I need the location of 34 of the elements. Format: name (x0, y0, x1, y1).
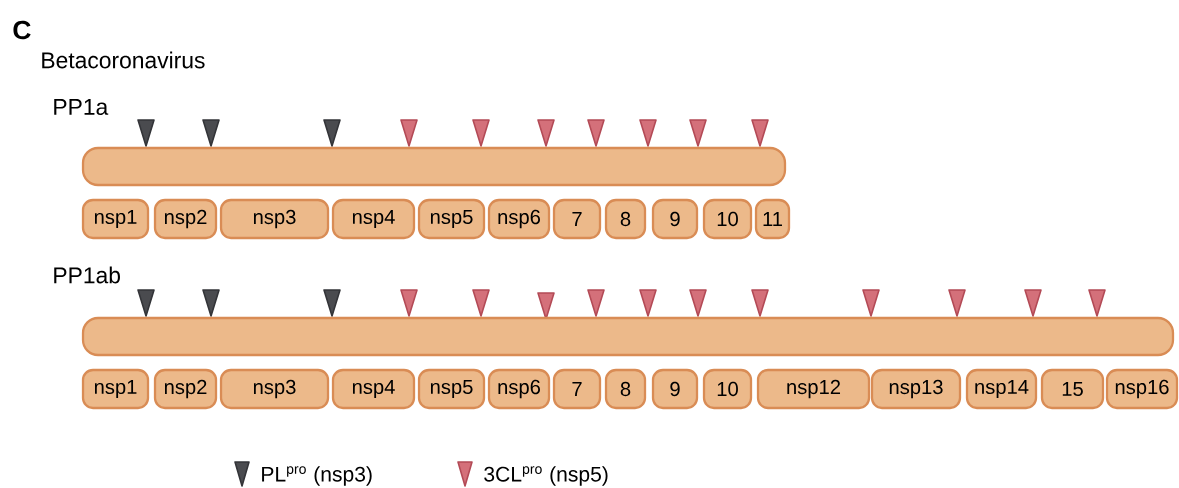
nsp-segment: nsp12 (756, 368, 871, 410)
nsp-segment: nsp1 (81, 198, 150, 240)
nsp-segment: 10 (702, 198, 753, 240)
nsp-segment: 7 (552, 198, 602, 240)
nsp-segment: nsp2 (153, 198, 218, 240)
nsp-segment: 10 (702, 368, 753, 410)
nsp-segment: 8 (604, 198, 647, 240)
nsp-segment: 15 (1040, 368, 1105, 410)
polyprotein-bar: PP1ab (54, 266, 1175, 357)
nsp-segment: nsp6 (487, 198, 551, 240)
nsp-segment: nsp13 (870, 368, 962, 410)
nsp-segment: nsp2 (153, 368, 218, 410)
genus-label: Betacoronavirus (42, 51, 205, 69)
nsp-segment: nsp5 (417, 368, 486, 410)
polyprotein-bar: PP1a (54, 99, 787, 187)
nsp-segment: nsp4 (331, 368, 416, 410)
nsp-segment: nsp5 (417, 198, 486, 240)
nsp-segment: 9 (651, 198, 699, 240)
nsp-segment: 11 (754, 198, 791, 240)
legend-label: 3CL$^{pro}$ (nsp5) (484, 466, 608, 486)
node-label: PP1a (54, 99, 109, 115)
nsp-segment: nsp3 (219, 368, 330, 410)
nsp-segment: 9 (651, 368, 699, 410)
nsp-segment: 7 (552, 368, 602, 410)
nsp-segment: nsp16 (1105, 368, 1179, 410)
nsp-segment: nsp6 (487, 368, 551, 410)
nsp-segment: nsp4 (331, 198, 416, 240)
nsp-segment: nsp14 (965, 368, 1038, 410)
nsp-segment: 8 (604, 368, 647, 410)
legend-label: PL$^{pro}$ (nsp3) (262, 466, 372, 486)
panel-letter: C (13, 20, 31, 40)
node-label: PP1ab (54, 266, 120, 284)
nsp-segment: nsp1 (81, 368, 150, 410)
nsp-segment: nsp3 (219, 198, 330, 240)
